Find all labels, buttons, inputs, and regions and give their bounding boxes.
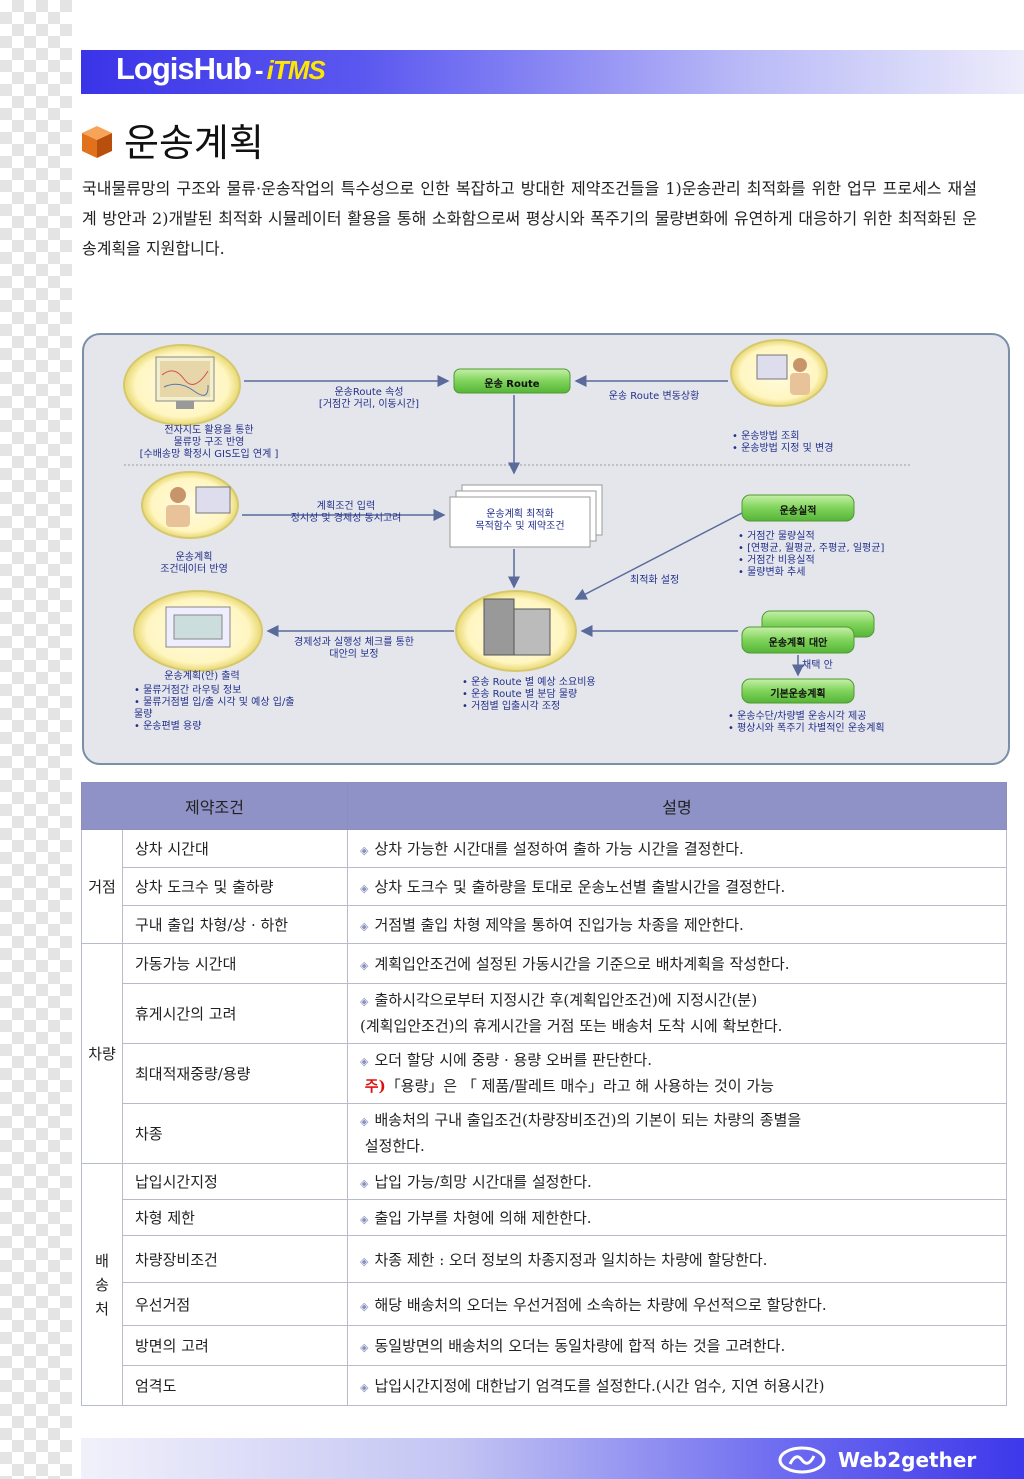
- table-row: 배 송 처 납입시간지정 ◈납입 가능/희망 시간대를 설정한다.: [81, 1163, 1007, 1406]
- condition-cell: 최대적재중량/용량: [122, 1043, 348, 1104]
- diamond-bullet-icon: ◈: [360, 1115, 369, 1128]
- output-caption: 운송계획(안) 출력: [164, 671, 240, 682]
- description-cell: ◈출입 가부를 차형에 의해 제한한다.: [347, 1199, 1007, 1236]
- condition-cell: 우선거점: [122, 1282, 348, 1326]
- diamond-bullet-icon: ◈: [360, 1299, 369, 1313]
- description-cell: ◈배송처의 구내 출입조건(차량장비조건)의 기본이 되는 차량의 종별을 설정…: [347, 1103, 1007, 1164]
- diamond-bullet-icon: ◈: [360, 1177, 369, 1190]
- results-box: 운송실적: [779, 506, 817, 517]
- optimization-doc: [449, 496, 591, 548]
- process-diagram: 운송 Route 운송Route 속성[거점간 거리, 이동시간] 운송 Rou…: [82, 333, 1010, 765]
- description-cell: ◈출하시각으로부터 지정시간 후(계획입안조건)에 지정시간(분)(계획입안조건…: [347, 983, 1007, 1044]
- table-row: 차량 가동가능 시간대 ◈계획입안조건에 설정된 가동시간을 기준으로 배차계획…: [81, 943, 1007, 1164]
- table-row: 우선거점 ◈해당 배송처의 오더는 우선거점에 소속하는 차량에 우선적으로 할…: [82, 1282, 1007, 1326]
- cube-icon: [82, 126, 112, 158]
- intro-paragraph: 국내물류망의 구조와 물류·운송작업의 특수성으로 인한 복잡하고 방대한 제약…: [82, 179, 977, 258]
- condition-cell: 엄격도: [122, 1365, 348, 1406]
- diamond-bullet-icon: ◈: [360, 995, 369, 1008]
- condition-cell: 방면의 고려: [122, 1325, 348, 1366]
- condition-cell: 납입시간지정: [122, 1163, 348, 1200]
- table-row: 방면의 고려 ◈동일방면의 배송처의 오더는 동일차량에 합적 하는 것을 고려…: [82, 1325, 1007, 1366]
- table-row: 차량장비조건 ◈차종 제한 : 오더 정보의 차종지정과 일치하는 차량에 할당…: [82, 1235, 1007, 1283]
- checker-background: [0, 0, 72, 1479]
- diamond-bullet-icon: ◈: [360, 1341, 369, 1354]
- constraints-table: 제약조건 설명 거점 상차 시간대 ◈상차 가능한 시간대를 설정하여 출하 가…: [81, 782, 1007, 1406]
- operator-list: • 운송방법 조회• 운송방법 지정 및 변경: [732, 431, 834, 454]
- diagram-graphics: [123, 339, 910, 704]
- group-hub: 거점: [81, 829, 123, 944]
- base-plan-list: • 운송수단/차량별 운송시각 제공• 평상시와 폭주기 차별적인 운송계획: [728, 711, 885, 734]
- group-vehicle: 차량: [81, 943, 123, 1164]
- server-list: • 운송 Route 별 예상 소요비용• 운송 Route 별 분담 물량• …: [462, 677, 596, 712]
- diamond-bullet-icon: ◈: [360, 959, 369, 972]
- diamond-bullet-icon: ◈: [360, 920, 369, 933]
- condition-cell: 차량장비조건: [122, 1235, 348, 1283]
- table-row: 차종 ◈배송처의 구내 출입조건(차량장비조건)의 기본이 되는 차량의 종별을…: [82, 1103, 1007, 1164]
- table-row: 차형 제한 ◈출입 가부를 차형에 의해 제한한다.: [82, 1199, 1007, 1236]
- results-cylinder: [741, 494, 855, 522]
- route-pill: [453, 368, 571, 394]
- table-row: 구내 출입 차형/상 · 하한 ◈거점별 출입 차형 제약을 통하여 진입가능 …: [82, 905, 1007, 944]
- header-bar: [81, 50, 1024, 94]
- header-description: 설명: [347, 782, 1007, 830]
- description-cell: ◈납입 가능/희망 시간대를 설정한다.: [347, 1163, 1007, 1200]
- page-title: 운송계획: [124, 121, 264, 165]
- table-row: 거점 상차 시간대 ◈상차 가능한 시간대를 설정하여 출하 가능 시간을 결정…: [81, 829, 1007, 944]
- condition-cell: 차형 제한: [122, 1199, 348, 1236]
- group-delivery: 배 송 처: [81, 1163, 123, 1406]
- condition-cell: 상차 도크수 및 출하량: [122, 867, 348, 906]
- description-cell: ◈해당 배송처의 오더는 우선거점에 소속하는 차량에 우선적으로 할당한다.: [347, 1282, 1007, 1326]
- description-cell: ◈차종 제한 : 오더 정보의 차종지정과 일치하는 차량에 할당한다.: [347, 1235, 1007, 1283]
- description-cell: ◈상차 가능한 시간대를 설정하여 출하 가능 시간을 결정한다.: [347, 829, 1007, 868]
- table-header-row: 제약조건 설명: [81, 782, 1007, 830]
- diamond-bullet-icon: ◈: [360, 1213, 369, 1226]
- description-cell: ◈납입시간지정에 대한납기 엄격도를 설정한다.(시간 엄수, 지연 허용시간): [347, 1365, 1007, 1406]
- web2gether-logo-icon: [778, 1446, 826, 1474]
- diamond-bullet-icon: ◈: [360, 882, 369, 895]
- diamond-bullet-icon: ◈: [360, 1381, 369, 1394]
- table-row: 엄격도 ◈납입시간지정에 대한납기 엄격도를 설정한다.(시간 엄수, 지연 허…: [82, 1365, 1007, 1406]
- condition-cell: 가동가능 시간대: [122, 943, 348, 984]
- output-list: • 물류거점간 라우팅 정보• 물류거점별 입/출 시각 및 예상 입/출 물량…: [134, 685, 295, 732]
- description-cell: ◈동일방면의 배송처의 오더는 동일차량에 합적 하는 것을 고려한다.: [347, 1325, 1007, 1366]
- header-condition: 제약조건: [81, 782, 348, 830]
- table-row: 최대적재중량/용량 ◈오더 할당 시에 중량 · 용량 오버를 판단한다. 주)…: [82, 1043, 1007, 1104]
- adopt-label: 채택 안: [802, 660, 833, 671]
- route-box: 운송 Route: [484, 379, 540, 390]
- diamond-bullet-icon: ◈: [360, 844, 369, 857]
- description-cell: ◈거점별 출입 차형 제약을 통하여 진입가능 차종을 제안한다.: [347, 905, 1007, 944]
- footer-bar: [81, 1438, 1024, 1479]
- table-row: 상차 도크수 및 출하량 ◈상차 도크수 및 출하량을 토대로 운송노선별 출발…: [82, 867, 1007, 906]
- description-cell: ◈오더 할당 시에 중량 · 용량 오버를 판단한다. 주)「용량」은 「 제품…: [347, 1043, 1007, 1104]
- table-row: 휴게시간의 고려 ◈출하시각으로부터 지정시간 후(계획입안조건)에 지정시간(…: [82, 983, 1007, 1044]
- base-plan-box: 기본운송계획: [770, 689, 826, 700]
- condition-cell: 휴게시간의 고려: [122, 983, 348, 1044]
- route-change-label: 운송 Route 변동상황: [608, 391, 700, 402]
- route-attr-label: 운송Route 속성[거점간 거리, 이동시간]: [318, 387, 420, 410]
- diamond-bullet-icon: ◈: [360, 1254, 369, 1268]
- alternative-box: 운송계획 대안: [768, 638, 828, 649]
- note-label: 주): [364, 1077, 386, 1095]
- results-list: • 거점간 물량실적• [연평균, 월평균, 주평균, 일평균]• 거점간 비용…: [738, 531, 885, 578]
- condition-cell: 구내 출입 차형/상 · 하한: [122, 905, 348, 944]
- condition-cell: 차종: [122, 1103, 348, 1164]
- brand-logo: LogisHub-iTMS: [116, 51, 326, 86]
- footer-brand: Web2gether: [838, 1448, 977, 1472]
- condition-cell: 상차 시간대: [122, 829, 348, 868]
- diamond-bullet-icon: ◈: [360, 1055, 369, 1068]
- base-plan-pill: [741, 678, 855, 704]
- optim-setting-label: 최적화 설정: [630, 575, 680, 586]
- alternative-pill: [741, 626, 855, 654]
- description-cell: ◈계획입안조건에 설정된 가동시간을 기준으로 배차계획을 작성한다.: [347, 943, 1007, 984]
- description-cell: ◈상차 도크수 및 출하량을 토대로 운송노선별 출발시간을 결정한다.: [347, 867, 1007, 906]
